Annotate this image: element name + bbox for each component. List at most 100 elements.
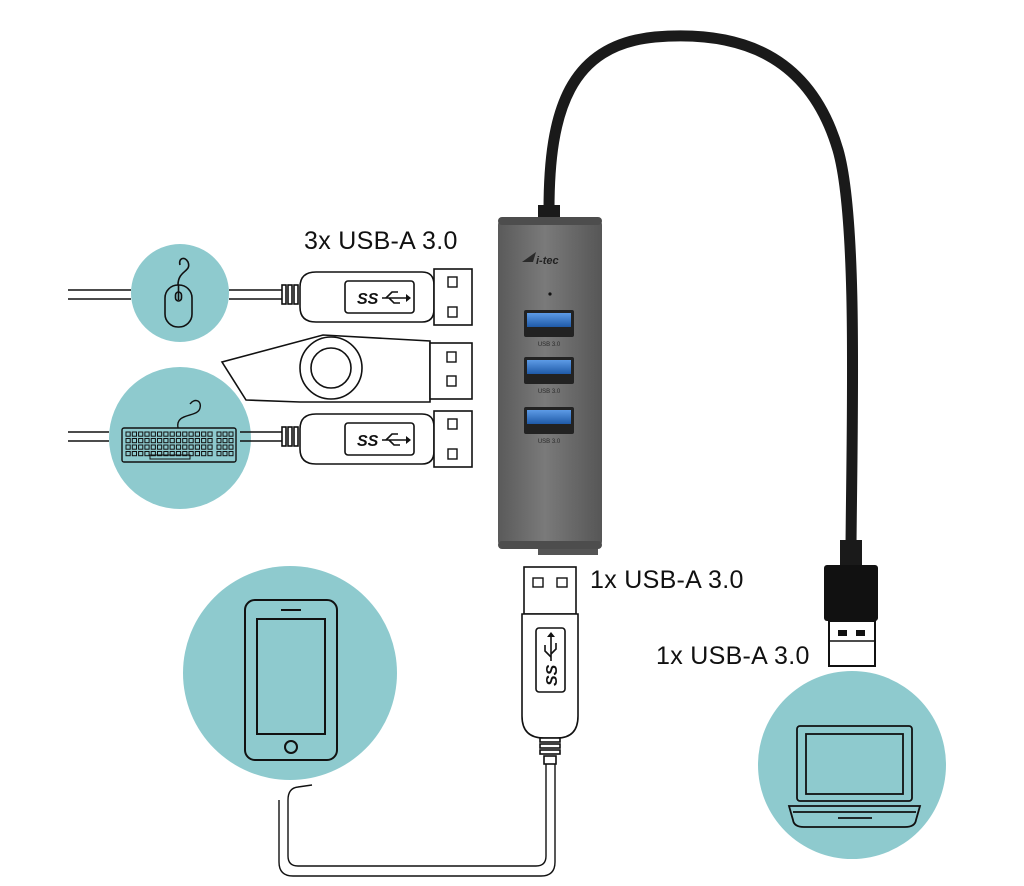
usb-superspeed-icon: SS <box>544 632 561 686</box>
keyboard-key <box>169 431 175 437</box>
usb-plug-keyboard <box>281 410 473 468</box>
phone-cable <box>278 764 556 877</box>
port-caption-3: USB 3.0 <box>538 439 561 445</box>
usb-hub: i-tec USB 3.0 USB 3.0 USB 3.0 <box>498 217 602 555</box>
keyboard-key <box>201 431 207 437</box>
device-cables-left <box>68 289 282 442</box>
keyboard-key <box>216 431 222 437</box>
keyboard-key <box>201 451 207 457</box>
keyboard-key <box>125 444 131 450</box>
label-cable-plug: 1x USB-A 3.0 <box>656 642 810 670</box>
keyboard-key <box>138 438 144 444</box>
usb-superspeed-icon: SS <box>357 291 411 308</box>
usb-port-1 <box>524 310 574 337</box>
keyboard-key <box>201 438 207 444</box>
keyboard-key <box>207 444 213 450</box>
usb-plug-mouse <box>281 268 473 326</box>
keyboard-key <box>169 438 175 444</box>
keyboard-key <box>222 438 228 444</box>
keyboard-key <box>228 438 234 444</box>
usb-plug-laptop <box>824 565 878 667</box>
keyboard-key <box>175 431 182 437</box>
keyboard-key <box>182 451 188 457</box>
keyboard-key <box>131 431 138 437</box>
usb-superspeed-icon: SS <box>357 433 411 450</box>
phone-circle <box>183 566 397 780</box>
keyboard-key <box>150 451 156 457</box>
keyboard-icon <box>121 399 237 463</box>
keyboard-key <box>207 451 213 457</box>
keyboard-key <box>144 431 150 437</box>
keyboard-key <box>163 438 169 444</box>
keyboard-key <box>216 438 222 444</box>
keyboard-key <box>131 444 138 450</box>
keyboard-key <box>157 431 163 437</box>
usb-plug-phone <box>521 566 579 765</box>
keyboard-spacebar <box>149 454 191 460</box>
keyboard-key <box>144 438 150 444</box>
keyboard-key <box>228 444 234 450</box>
laptop-icon <box>787 725 922 828</box>
keyboard-key <box>188 451 194 457</box>
keyboard-key <box>169 451 175 457</box>
keyboard-key <box>207 431 213 437</box>
mouse-icon <box>164 257 193 328</box>
keyboard-key <box>188 431 194 437</box>
laptop-circle <box>758 671 946 859</box>
keyboard-key <box>182 444 188 450</box>
keyboard-key <box>228 431 234 437</box>
keyboard-key <box>138 451 144 457</box>
keyboard-key <box>207 438 213 444</box>
port-caption-2: USB 3.0 <box>538 389 561 395</box>
keyboard-key <box>194 444 201 450</box>
keyboard-key <box>125 431 131 437</box>
keyboard-key <box>188 438 194 444</box>
keyboard-key <box>163 431 169 437</box>
keyboard-key <box>222 431 228 437</box>
keyboard-key <box>216 451 222 457</box>
keyboard-key <box>150 438 156 444</box>
port-caption-1: USB 3.0 <box>538 342 561 348</box>
hub-brand: i-tec <box>536 255 559 267</box>
keyboard-key <box>150 444 156 450</box>
keyboard-key <box>163 451 169 457</box>
i-tec-logo-mark <box>522 252 536 262</box>
keyboard-key <box>144 451 150 457</box>
keyboard-key <box>175 444 182 450</box>
usb-port-2 <box>524 357 574 384</box>
keyboard-key <box>138 431 144 437</box>
keyboard-key <box>175 438 182 444</box>
keyboard-key <box>157 444 163 450</box>
keyboard-key <box>222 451 228 457</box>
flash-drive <box>220 334 473 403</box>
ss-logo-text: SS <box>357 291 379 308</box>
keyboard-key <box>194 438 201 444</box>
keyboard-key <box>138 444 144 450</box>
keyboard-key <box>150 431 156 437</box>
label-hub-ports: 3x USB-A 3.0 <box>304 227 458 255</box>
keyboard-key <box>131 438 138 444</box>
keyboard-key <box>194 431 201 437</box>
keyboard-key <box>125 451 131 457</box>
hub-cable <box>543 30 859 552</box>
keyboard-key <box>169 444 175 450</box>
usb-port-3 <box>524 407 574 434</box>
keyboard-key <box>194 451 201 457</box>
smartphone-icon <box>244 599 338 761</box>
label-bottom-port: 1x USB-A 3.0 <box>590 566 744 594</box>
keyboard-key <box>228 451 234 457</box>
keyboard-key <box>175 451 182 457</box>
cable-strain-relief-bottom <box>840 540 862 568</box>
keyboard-circle <box>109 367 251 509</box>
keyboard-key <box>182 438 188 444</box>
keyboard-key <box>201 444 207 450</box>
ss-logo-text: SS <box>357 433 379 450</box>
keyboard-key <box>144 444 150 450</box>
keyboard-key <box>163 444 169 450</box>
keyboard-key <box>125 438 131 444</box>
keyboard-key <box>182 431 188 437</box>
keyboard-key <box>188 444 194 450</box>
keyboard-key <box>157 451 163 457</box>
keyboard-key <box>216 444 222 450</box>
